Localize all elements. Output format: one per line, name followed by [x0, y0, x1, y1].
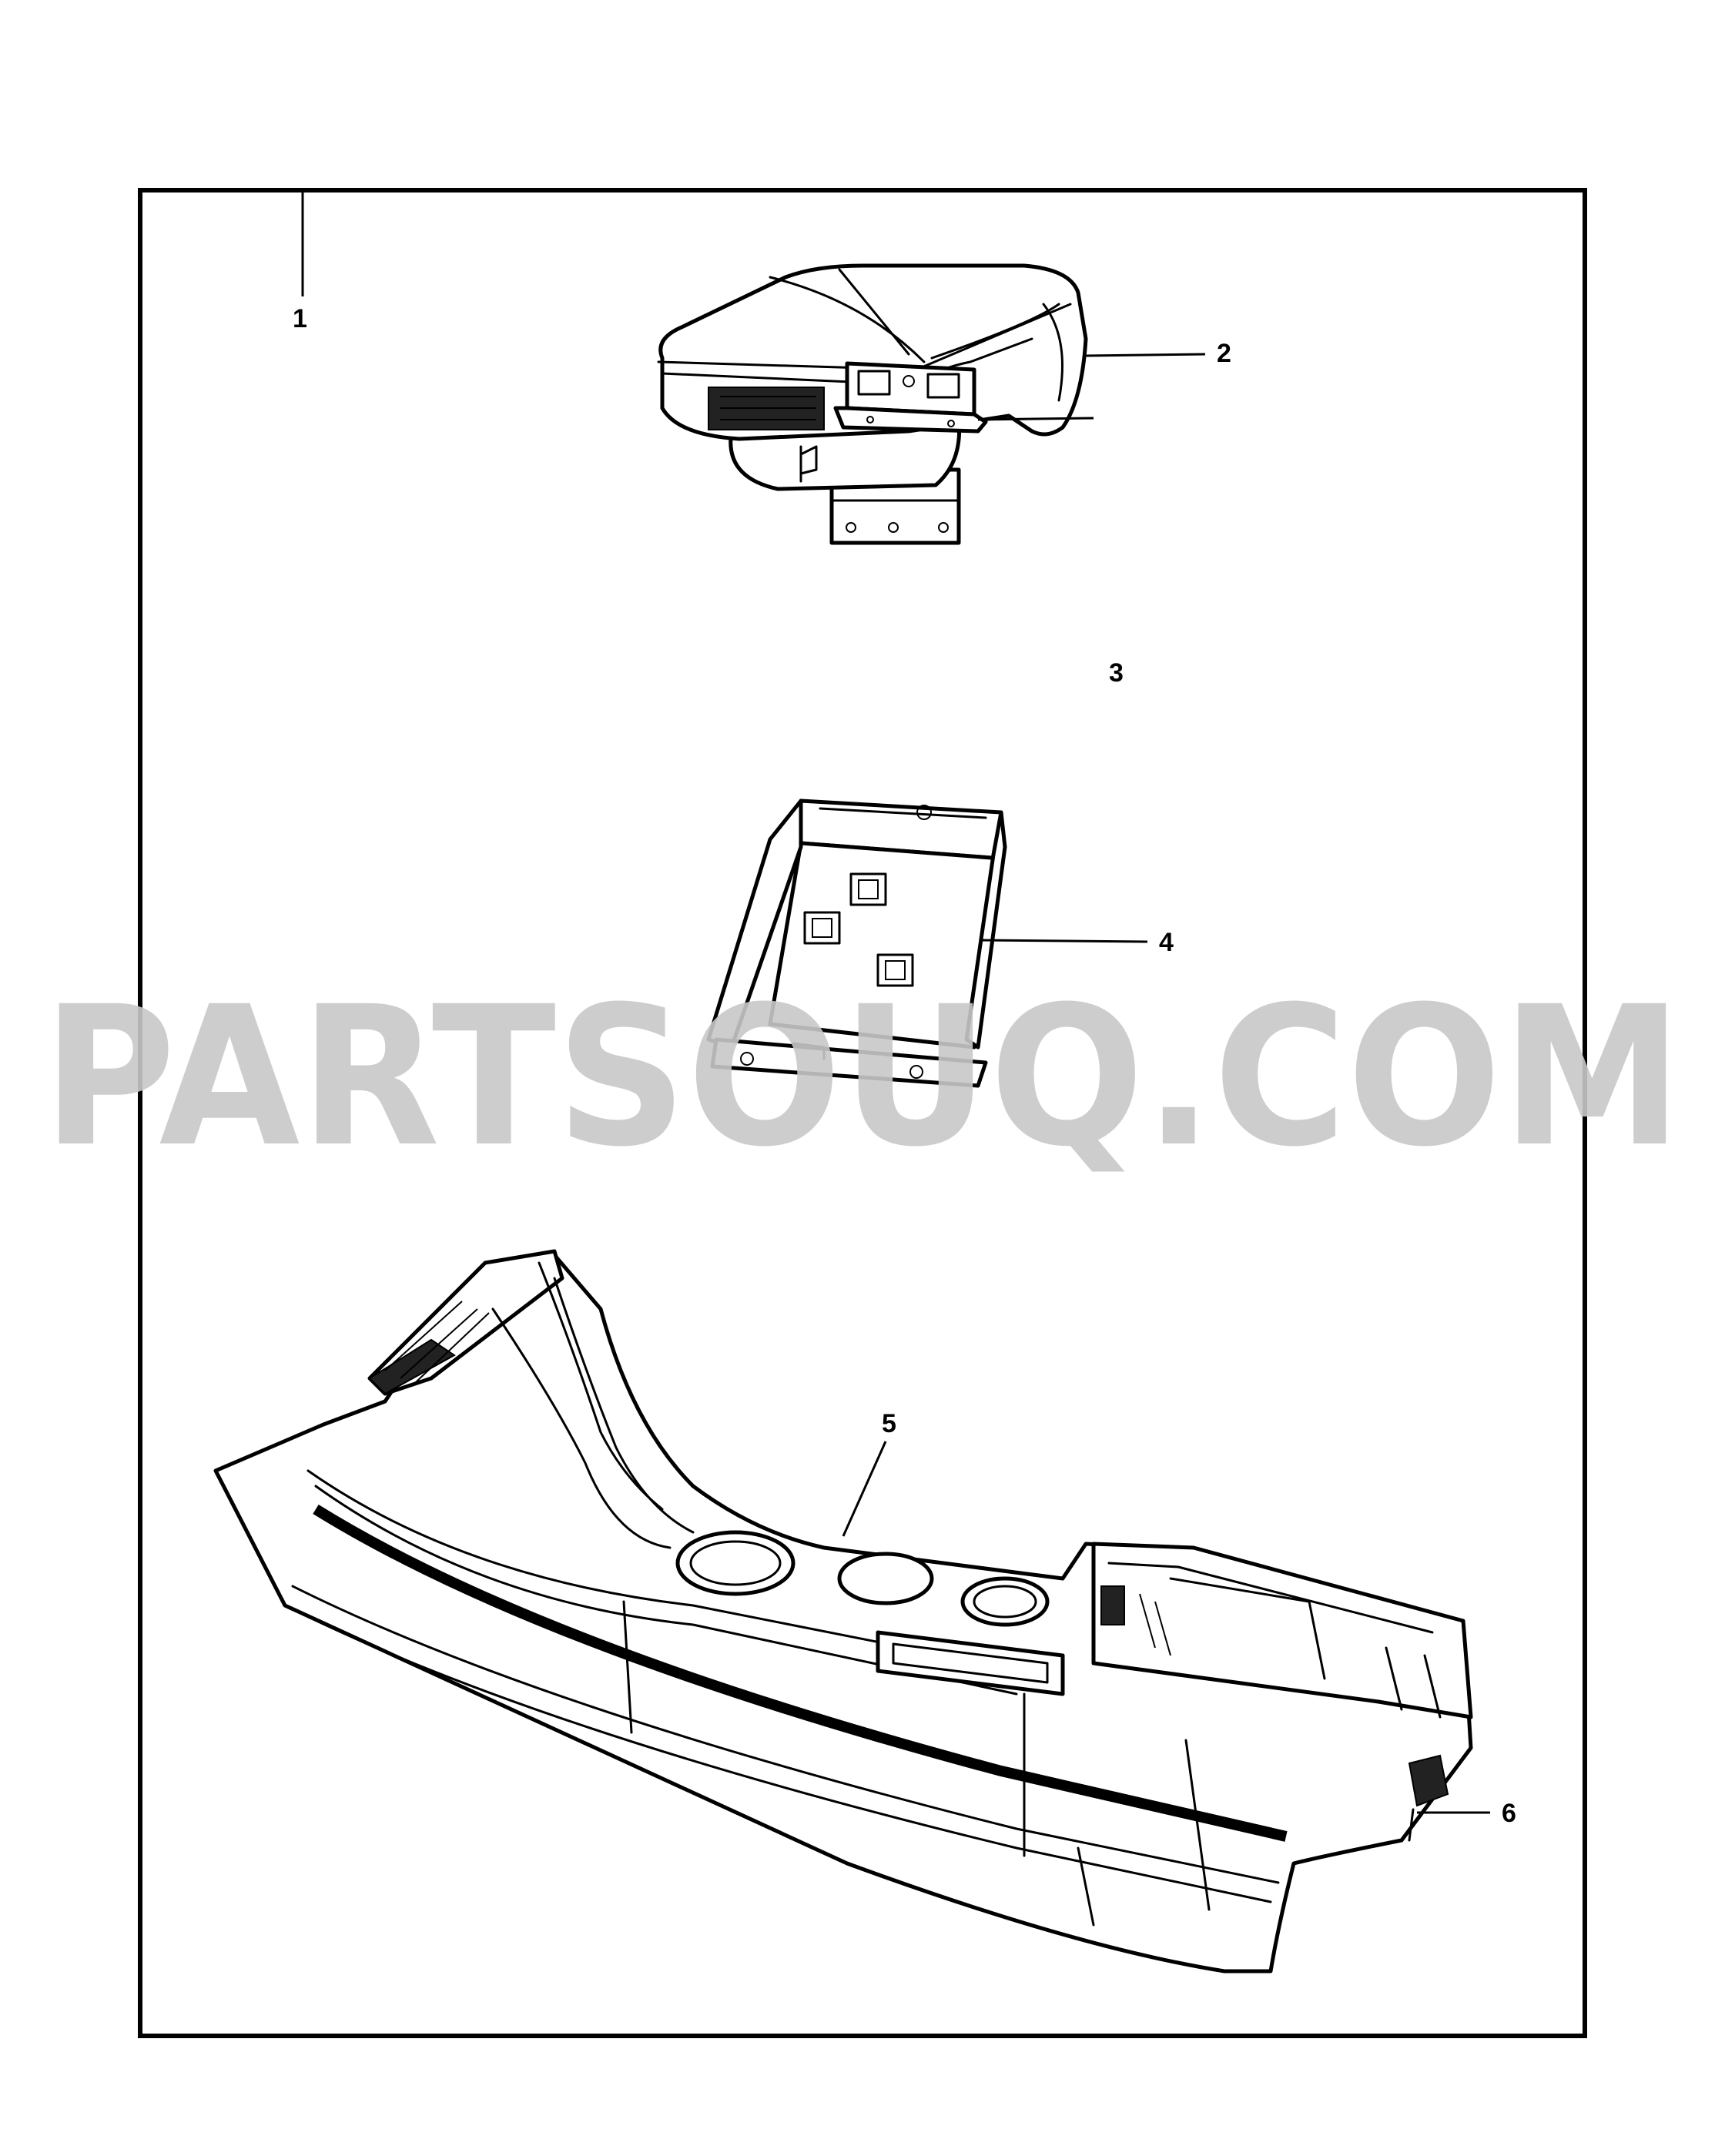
callout-5[interactable]: 5 — [882, 1409, 896, 1438]
callout-6[interactable]: 6 — [1502, 1799, 1516, 1828]
callout-1[interactable]: 1 — [293, 304, 307, 333]
part-5-center-console[interactable] — [213, 1249, 1473, 1974]
callout-2[interactable]: 2 — [1217, 339, 1231, 368]
callout-4[interactable]: 4 — [1159, 928, 1174, 957]
part-2-armrest-lid[interactable] — [657, 263, 1088, 545]
leader-4 — [981, 939, 1148, 943]
part-4-mounting-bracket[interactable] — [706, 798, 1007, 1088]
diagram-frame — [138, 188, 1587, 2038]
part-3-latch-bracket[interactable] — [833, 361, 988, 434]
callout-3[interactable]: 3 — [1109, 658, 1124, 688]
leader-3 — [977, 417, 1094, 421]
watermark: PARTSOUQ.COM — [42, 965, 1683, 1189]
part-6-rear-console-end[interactable] — [1408, 1754, 1449, 1842]
leader-2 — [1085, 353, 1206, 357]
leader-5 — [842, 1441, 887, 1537]
